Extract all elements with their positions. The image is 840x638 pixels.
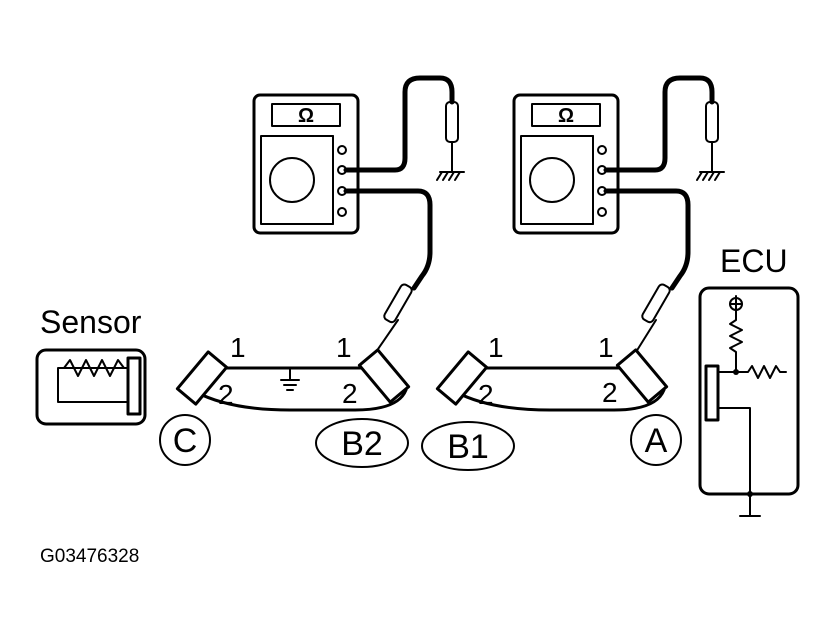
connector-a-label: A: [645, 422, 668, 460]
pin-b2-1: 1: [336, 332, 352, 363]
ecu-input-resistor-icon: [735, 365, 787, 379]
ohmmeter-left-test-probe: [375, 283, 413, 353]
ohmmeter-left-ground-probe: [436, 101, 465, 181]
pin-c-2: 2: [218, 379, 234, 410]
ohmmeter-left-test-lead: [343, 188, 433, 291]
pin-b1-1: 1: [488, 332, 504, 363]
pin-c-1: 1: [230, 332, 246, 363]
connector-a-badge: [630, 414, 682, 466]
ohmmeter-right: Ω: [512, 93, 620, 235]
ohmmeter-left-dial: [269, 157, 315, 203]
connector-b2-badge: [315, 418, 409, 468]
connector-b1-plug: [435, 350, 489, 406]
connector-b2-plug: [357, 348, 411, 404]
harness-right: [435, 348, 669, 412]
ohmmeter-left-jack-4: [337, 207, 347, 217]
connector-c-label: C: [173, 422, 198, 460]
ohmmeter-left-jack-1: [337, 145, 347, 155]
sensor-label: Sensor: [40, 304, 142, 340]
ohmmeter-left: Ω: [252, 93, 360, 235]
ohmmeter-right-symbol: Ω: [558, 105, 574, 127]
connector-b1-label: B1: [447, 428, 489, 466]
sensor-body: [35, 348, 147, 426]
figure-code: G03476328: [40, 546, 139, 567]
ohmmeter-right-ground-lead: [603, 75, 715, 173]
ohmmeter-left-symbol: Ω: [298, 105, 314, 127]
pin-a-2: 2: [602, 377, 618, 408]
sensor-resistor-icon: [63, 359, 125, 377]
ohmmeter-right-jack-1: [597, 145, 607, 155]
ohmmeter-right-dial: [529, 157, 575, 203]
pin-a-1: 1: [598, 332, 614, 363]
ecu-label: ECU: [720, 243, 788, 279]
pin-b1-2: 2: [478, 379, 494, 410]
connector-a-plug: [615, 348, 669, 404]
connector-c-badge: [159, 414, 211, 466]
ohmmeter-right-test-probe: [635, 283, 671, 353]
connector-b2-label: B2: [341, 425, 383, 463]
ohmmeter-right-test-lead: [603, 188, 691, 291]
ohmmeter-right-ground-probe: [696, 101, 725, 181]
ecu-body: [698, 286, 800, 517]
harness-left: [175, 348, 411, 412]
connector-c-plug: [175, 350, 229, 406]
connector-b1-badge: [421, 421, 515, 471]
harness-ground-icon: [280, 367, 300, 391]
pin-b2-2: 2: [342, 378, 358, 409]
ohmmeter-left-ground-lead: [343, 75, 455, 173]
ecu-pullup-resistor-icon: [729, 313, 743, 373]
ohmmeter-right-jack-4: [597, 207, 607, 217]
